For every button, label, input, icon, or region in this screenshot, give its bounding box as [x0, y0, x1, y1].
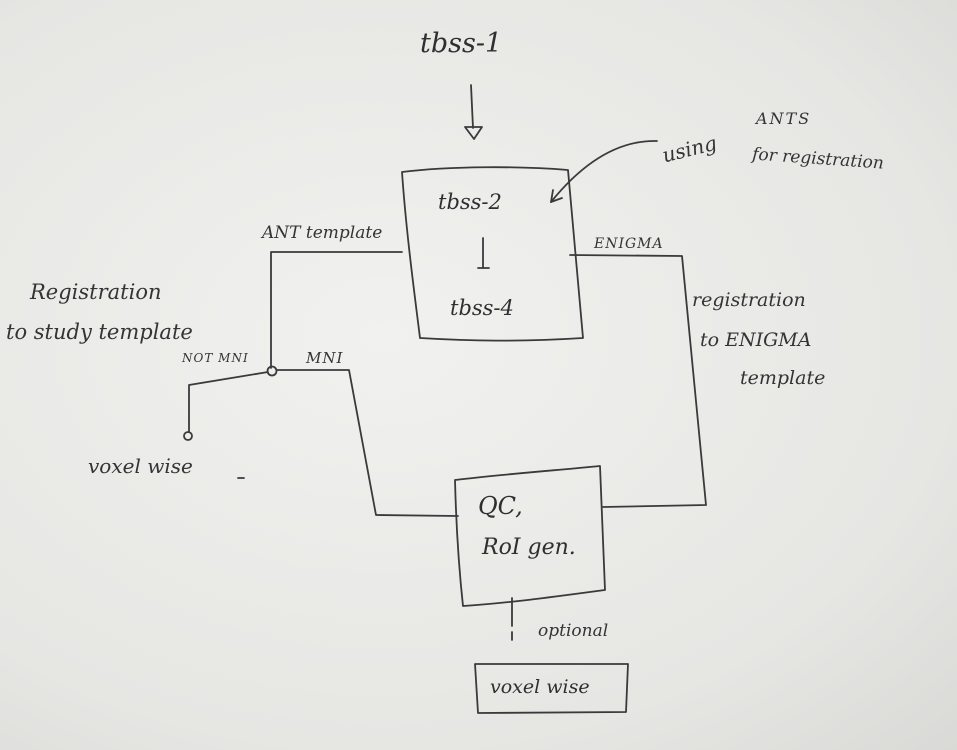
node-tbss-4: tbss-4: [450, 296, 514, 320]
box-qc-roi: [454, 465, 606, 607]
voxelwise-end-node: [183, 431, 193, 441]
node-tbss-1: tbss-1: [420, 28, 503, 59]
line-enigma: [569, 254, 707, 508]
annotation-registration-enigma-3: template: [740, 367, 826, 389]
line-mni: [276, 369, 459, 517]
annotation-mni: MNI: [306, 349, 344, 367]
box-voxelwise: [474, 663, 629, 714]
arrowhead-using-ants: [550, 189, 563, 203]
node-qc: QC,: [478, 492, 523, 520]
arrowhead-tbss1: [464, 126, 483, 140]
node-roi-gen: RoI gen.: [482, 535, 576, 560]
annotation-voxelwise-left: voxel wise: [88, 454, 193, 478]
annotation-not-mni: NOT MNI: [182, 351, 249, 365]
node-tbss-2: tbss-2: [438, 190, 502, 214]
annotation-registration-study-2: to study template: [6, 320, 193, 344]
junction-node: [266, 365, 278, 377]
box-tbss: [401, 166, 584, 342]
line-ant-template: [270, 251, 403, 369]
annotation-optional: optional: [538, 621, 609, 641]
pointer-using-ants: [550, 140, 658, 203]
arrow-tbss1-to-tbss2: [470, 84, 474, 129]
annotation-enigma: ENIGMA: [594, 236, 664, 252]
annotation-registration-enigma-1: registration: [692, 289, 806, 311]
line-not-mni: [188, 371, 269, 433]
annotation-registration-enigma-2: to ENIGMA: [700, 329, 812, 351]
annotation-ants: ANTS: [756, 109, 812, 128]
annotation-ant-template: ANT template: [262, 223, 383, 243]
annotation-registration-study-1: Registration: [30, 280, 162, 304]
node-voxelwise-box: voxel wise: [490, 676, 590, 698]
